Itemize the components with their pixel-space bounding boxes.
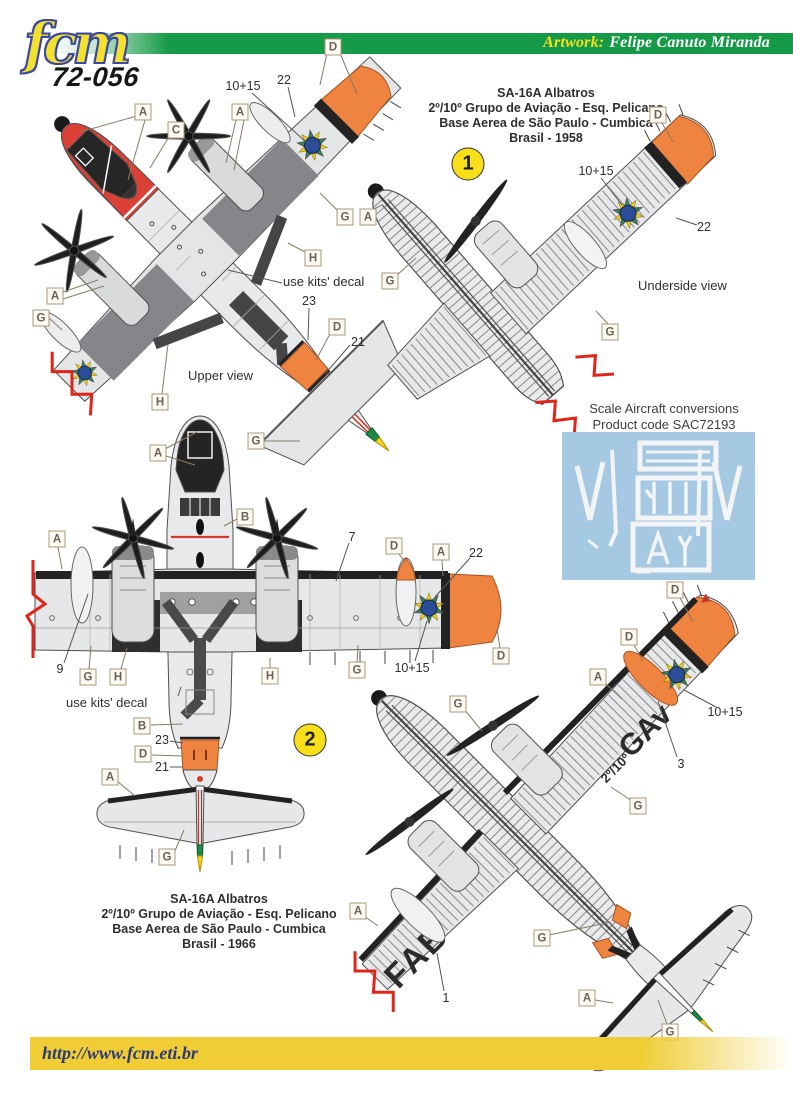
callout-box-A: A [359,208,377,226]
decal-number-label: 21 [155,760,169,774]
callout-box-G: G [79,668,97,686]
fcm-logo: fcm [23,11,132,77]
scheme2-base: Base Aerea de São Paulo - Cumbica [112,922,326,936]
callout-box-D: D [666,581,684,599]
callout-box-D: D [328,318,346,336]
use-kits-decal-note-1: use kits' decal [283,274,365,289]
callout-box-G: G [32,309,50,327]
callout-box-A: A [231,103,249,121]
callout-box-B: B [133,717,151,735]
decal-number-label: 3 [677,757,685,771]
decal-number-label: 23 [302,294,316,308]
scheme1-aircraft: SA-16A Albatros [497,86,595,100]
callout-box-G: G [533,929,551,947]
scheme2-unit: 2º/10º Grupo de Aviação - Esq. Pelicano [101,907,337,921]
website-url: http://www.fcm.eti.br [42,1043,198,1063]
callout-box-D: D [649,106,667,124]
decal-number-label: 10+15 [225,79,261,93]
callout-box-A: A [149,444,167,462]
decal-number-label: 10+15 [707,705,743,719]
callout-box-C: C [167,121,185,139]
decal-number-label: 10+15 [394,661,430,675]
decal-number-label: 1 [442,991,450,1005]
callout-box-A: A [101,768,119,786]
underside-view-label: Underside view [638,278,727,293]
scheme1-title: SA-16A Albatros 2º/10º Grupo de Aviação … [415,86,677,146]
callout-box-A: A [46,287,64,305]
number-leader-lines [63,86,717,992]
scheme2-year: Brasil - 1966 [182,937,256,951]
scheme1-unit: 2º/10º Grupo de Aviação - Esq. Pelicano [428,101,664,115]
upper-view-label: Upper view [188,368,254,383]
callout-box-G: G [449,695,467,713]
callout-box-G: G [336,208,354,226]
callout-box-D: D [385,537,403,555]
artist-name: Felipe Canuto Miranda [609,34,770,51]
callout-box-G: G [381,272,399,290]
decal-number-label: 21 [351,335,365,349]
callout-box-H: H [304,249,322,267]
decal-number-label: 9 [56,662,64,676]
plane2-upper-view [24,415,502,873]
scheme2-aircraft: SA-16A Albatros [170,892,268,906]
callout-box-D: D [324,38,342,56]
scheme2-title: SA-16A Albatros 2º/10º Grupo de Aviação … [88,892,350,952]
callout-box-D: D [492,647,510,665]
decal-number-label: 22 [697,220,711,234]
conversion-parts-photo [562,432,755,580]
decal-number-label: 23 [155,733,169,747]
callout-box-G: G [661,1023,679,1041]
decal-number-label: 22 [469,546,483,560]
decal-number-label: 7 [348,530,356,544]
callout-box-A: A [349,902,367,920]
callout-box-H: H [261,667,279,685]
conversion-caption: Scale Aircraft conversions Product code … [545,401,783,432]
callout-box-G: G [158,848,176,866]
scheme1-base: Base Aerea de São Paulo - Cumbica [439,116,653,130]
artwork-label: Artwork: [543,34,605,51]
artwork-credit: Artwork:Felipe Canuto Miranda [380,34,770,52]
callout-box-A: A [48,530,66,548]
decal-number-label: 10+15 [578,164,614,178]
callout-box-G: G [601,323,619,341]
callout-leader-lines [48,52,694,1025]
callout-box-H: H [151,393,169,411]
callout-box-D: D [134,745,152,763]
scheme2-number-badge: 2 [293,723,327,757]
callout-box-G: G [348,661,366,679]
conversion-brand: Scale Aircraft conversions [589,401,739,416]
plane2-underside-view: 2º/10ºGAv FAB [353,584,753,1072]
plane1-upper-view [28,56,404,466]
conversion-product-code: Product code SAC72193 [592,416,736,432]
decal-number-label: 22 [277,73,291,87]
scheme1-number-badge: 1 [451,147,485,181]
scheme1-year: Brasil - 1958 [509,131,583,145]
callout-box-G: G [629,797,647,815]
use-kits-decal-note-2: use kits' decal [66,695,148,710]
header-banner [50,33,793,54]
callout-box-A: A [589,668,607,686]
callout-box-A: A [578,989,596,1007]
callout-box-A: A [134,103,152,121]
plane1-underside-view [367,103,717,436]
callout-box-B: B [236,508,254,526]
callout-box-G: G [247,432,265,450]
callout-box-A: A [432,543,450,561]
footer-banner: http://www.fcm.eti.br [30,1037,793,1070]
callout-box-H: H [109,668,127,686]
callout-box-D: D [620,628,638,646]
